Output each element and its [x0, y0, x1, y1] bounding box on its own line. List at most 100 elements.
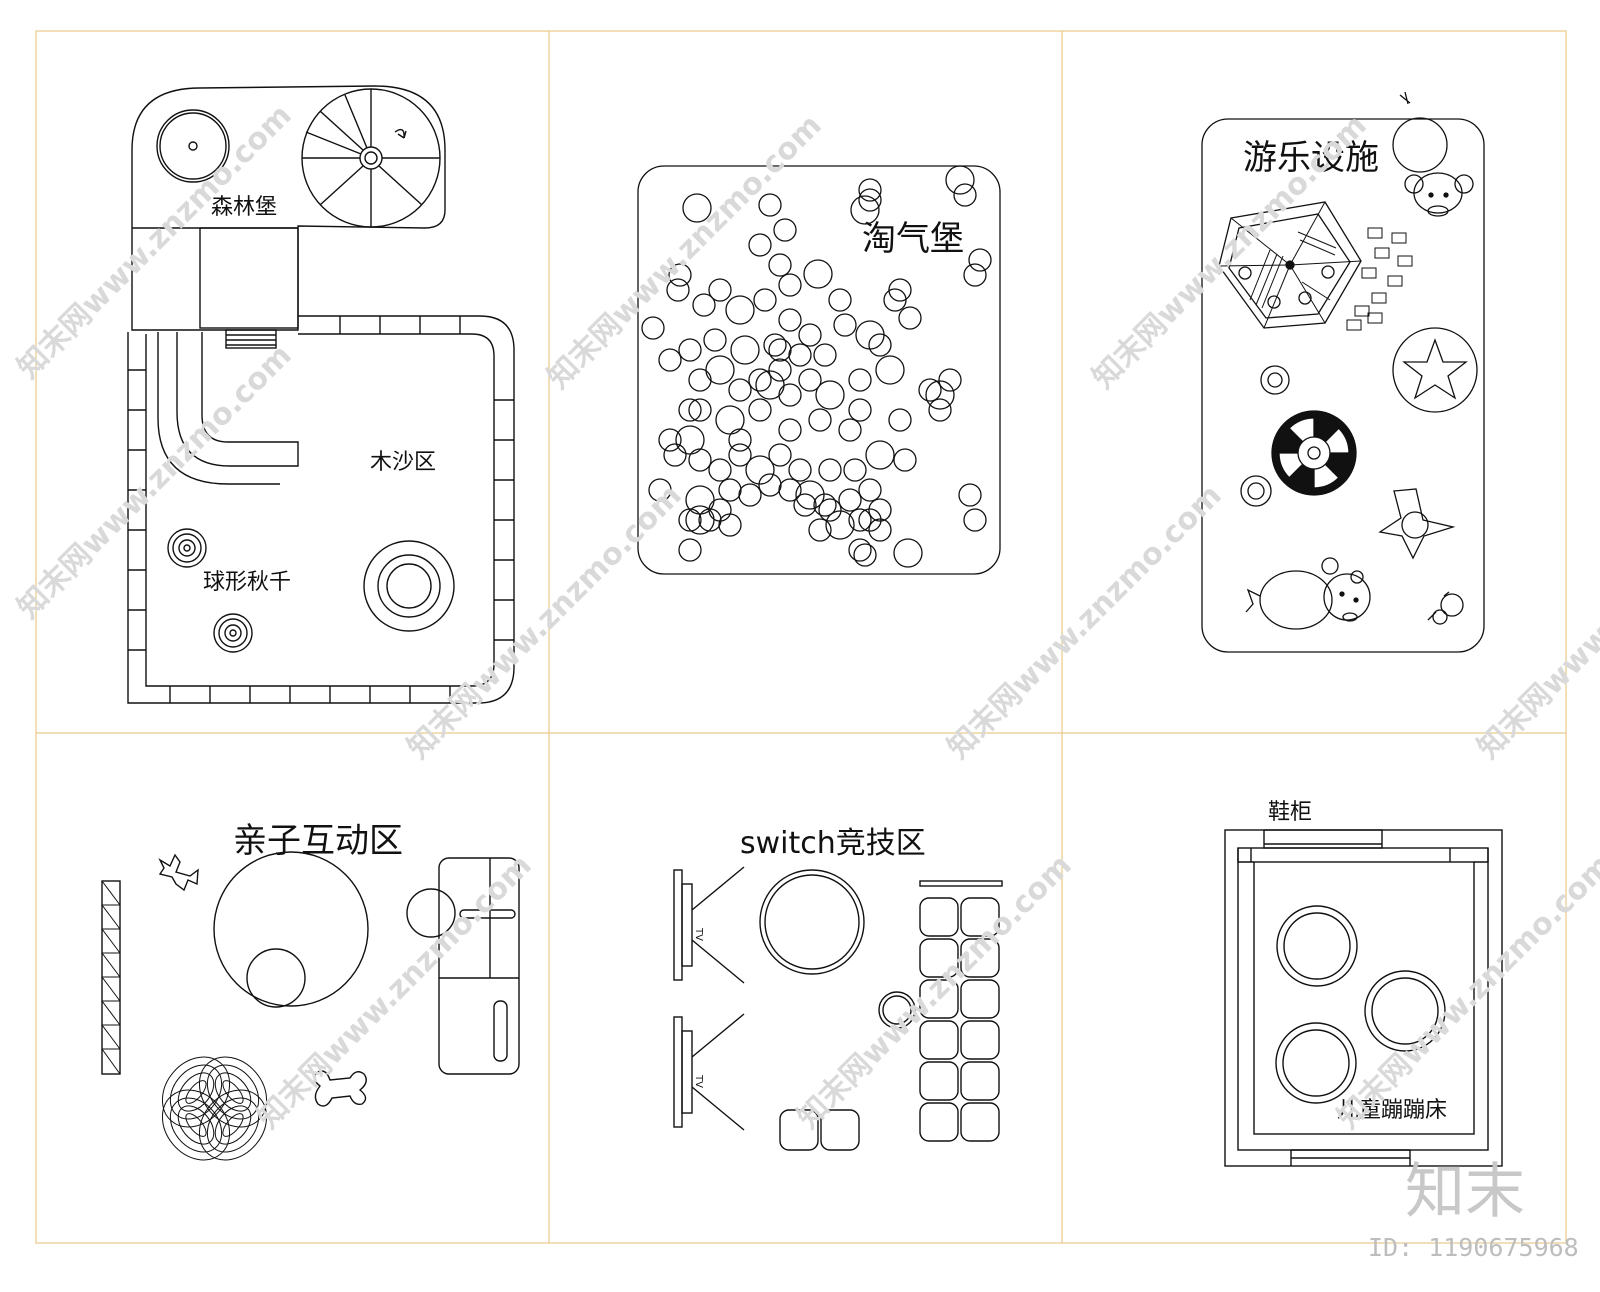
ball-pit-ball: [668, 263, 692, 287]
ball-pit-ball: [958, 483, 982, 507]
ball-pit-ball: [858, 188, 882, 212]
watermark-text: 知末网www.znzmo.com: [401, 478, 689, 766]
ball-pit-ball: [708, 278, 732, 302]
ball-pit-ball: [768, 253, 792, 277]
ball-swing-label: 球形秋千: [203, 570, 291, 595]
ball-pit-ball: [968, 248, 992, 272]
ball-pit-ball: [963, 508, 987, 532]
panel-naughty-castle: 淘气堡: [637, 165, 1001, 575]
forest-castle-label: 森林堡: [211, 195, 277, 220]
ball-pit-ball: [773, 218, 797, 242]
ball-pit-ball: [688, 398, 712, 422]
ball-pit-ball: [813, 493, 837, 517]
ball-pit-ball: [848, 368, 872, 392]
ball-pit-ball: [938, 368, 962, 392]
ball-pit-ball: [963, 263, 987, 287]
ball-pit-ball: [768, 338, 792, 362]
sofa-cushion: [919, 897, 959, 937]
border-tiles: [128, 316, 514, 703]
image-id-watermark: ID: 1190675968: [1368, 1233, 1579, 1262]
ball-pit-ball: [778, 478, 802, 502]
ball-pit-balls: [641, 165, 992, 568]
ball-pit-ball: [833, 313, 857, 337]
ball-pit-ball: [678, 508, 702, 532]
ball-pit-ball: [666, 278, 690, 302]
ball-pit-ball: [855, 320, 885, 350]
panel-trampoline: 鞋柜 儿童蹦蹦床: [1224, 800, 1503, 1167]
ball-pit-ball: [803, 259, 833, 289]
ball-pit-ball: [848, 538, 872, 562]
rides-title: 游乐设施: [1243, 138, 1379, 178]
ball-pit-ball: [730, 335, 760, 365]
ball-pit-ball: [748, 233, 772, 257]
ball-pit-ball: [718, 478, 742, 502]
ball-pit-ball: [828, 288, 852, 312]
ball-pit-ball: [818, 498, 842, 522]
naughty-castle-title: 淘气堡: [862, 219, 964, 259]
sofa-cushion: [919, 1102, 959, 1142]
tv-label-1: TV: [693, 927, 704, 941]
ball-pit-ball: [685, 505, 715, 535]
ball-pit-ball: [788, 343, 812, 367]
ball-pit-ball: [853, 543, 877, 567]
watermark-text: 知末网www.znzmo.com: [1086, 108, 1374, 396]
ball-pit-ball: [788, 458, 812, 482]
sofa-cushion: [919, 1020, 959, 1060]
sofa-cushion: [960, 1020, 1000, 1060]
switch-title: switch竞技区: [740, 826, 926, 861]
ball-pit-ball: [688, 368, 712, 392]
carousel-icon: [1218, 201, 1362, 329]
ball-pit-ball: [685, 485, 715, 515]
ball-pit-ball: [893, 538, 923, 568]
ball-pit-ball: [682, 193, 712, 223]
ball-pit-ball: [808, 408, 832, 432]
panel-switch: switch竞技区 TV TV: [673, 826, 1003, 1151]
ball-pit-ball: [745, 455, 775, 485]
ball-pit-ball: [728, 378, 752, 402]
stepping-tiles: [1346, 227, 1413, 331]
watermark-text: 知末网www.znzmo.com: [791, 848, 1079, 1136]
shoe-cabinet-label: 鞋柜: [1268, 800, 1312, 825]
ball-pit-ball: [793, 493, 817, 517]
ball-pit-ball: [778, 418, 802, 442]
ball-pit-ball: [898, 306, 922, 330]
spiral-stair-treads: [302, 89, 440, 227]
ball-pit-ball: [758, 193, 782, 217]
watermark-text: 知末网www.znzmo.com: [1471, 478, 1600, 766]
ball-pit-ball: [748, 368, 772, 392]
ball-pit-ball: [893, 448, 917, 472]
ball-pit-ball: [868, 518, 892, 542]
ball-pit-ball: [808, 518, 832, 542]
ball-pit-ball: [953, 183, 977, 207]
ball-pit-ball: [868, 498, 892, 522]
ball-pit-ball: [758, 473, 782, 497]
sofa-cushion: [960, 1061, 1000, 1101]
watermarks: 知末网www.znzmo.com 知末网www.znzmo.com 知末网www…: [11, 98, 1600, 1136]
ball-pit-ball: [692, 293, 716, 317]
panel-parent-child: 亲子互动区: [101, 821, 520, 1161]
rotating-cup-ride: [1271, 410, 1357, 496]
ball-pit-ball: [798, 323, 822, 347]
ball-pit-ball: [658, 348, 682, 372]
parent-child-title: 亲子互动区: [233, 821, 403, 861]
sofa-cushion: [960, 897, 1000, 937]
sofa-cushion: [960, 979, 1000, 1019]
watermark-text: 知末网www.znzmo.com: [11, 98, 299, 386]
ball-pit-ball: [918, 378, 942, 402]
tv-label-2: TV: [693, 1074, 704, 1088]
watermark-text: 知末网www.znzmo.com: [251, 848, 539, 1136]
ball-pit-ball: [688, 448, 712, 472]
ball-pit-ball: [678, 538, 702, 562]
watermark-text: 知末网www.znzmo.com: [941, 478, 1229, 766]
ball-pit-ball: [768, 443, 792, 467]
ball-pit-ball: [888, 408, 912, 432]
ball-pit-ball: [778, 308, 802, 332]
ball-pit-ball: [678, 398, 702, 422]
ball-pit-ball: [715, 405, 745, 435]
ball-pit-ball: [703, 328, 727, 352]
trampoline-label: 儿童蹦蹦床: [1337, 1098, 1447, 1123]
wood-sand-label: 木沙区: [370, 450, 436, 475]
ball-pit-ball: [725, 295, 755, 325]
ball-pit-ball: [868, 333, 892, 357]
